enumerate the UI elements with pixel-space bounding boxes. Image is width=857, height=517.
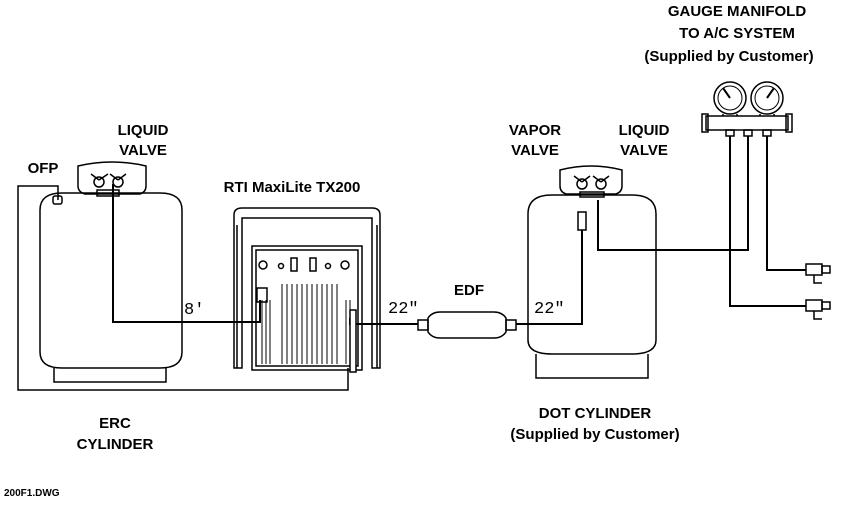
vapor-valve-label-line2: VALVE [511,142,559,159]
dot-liquid-valve-icon [595,178,607,190]
vapor-valve-label-line1: VAPOR [508,122,562,139]
erc-cylinder-label-line1: ERC [99,415,131,432]
unit-name-label: RTI MaxiLite TX200 [223,179,361,196]
dot-cylinder-label-line1: DOT CYLINDER [538,405,652,422]
low-side-gauge-icon [713,81,747,115]
recovery-unit [233,207,381,371]
erc-cylinder [39,161,183,383]
dot-vapor-valve-icon [576,178,588,190]
dot-sight-icon [577,211,587,231]
left-liquid-valve-label-line2: VALVE [119,142,167,159]
gauge-manifold-label-line1: GAUGE MANIFOLD [667,3,807,20]
erc-vapor-valve-icon [93,176,105,188]
erc-cylinder-label-line2: CYLINDER [76,436,154,453]
dot-cylinder-label-line2: (Supplied by Customer) [510,426,680,443]
hose-8ft-label: 8' [184,301,205,320]
right-liquid-valve-label-line1: LIQUID [618,122,670,139]
gauge-manifold [701,81,793,137]
left-liquid-valve-label-line1: LIQUID [117,122,169,139]
unit-inlet-icon [258,260,268,270]
edf-label: EDF [454,282,484,299]
unit-outlet-icon [340,260,350,270]
hoses [17,136,831,391]
unit-filter-icon [256,287,268,303]
edf-drier [417,311,517,339]
high-side-gauge-icon [750,81,784,115]
gauge-manifold-label-line3: (Supplied by Customer) [644,48,814,65]
erc-liquid-valve-icon [112,176,124,188]
ofp-label: OFP [27,160,59,177]
right-liquid-valve-label-line2: VALVE [620,142,668,159]
hose-22in-right-label: 22" [534,300,565,319]
gauge-manifold-label-line2: TO A/C SYSTEM [679,25,795,42]
hose-22in-left-label: 22" [388,300,419,319]
drawing-id-label: 200F1.DWG [4,488,60,499]
dot-cylinder [527,165,657,379]
